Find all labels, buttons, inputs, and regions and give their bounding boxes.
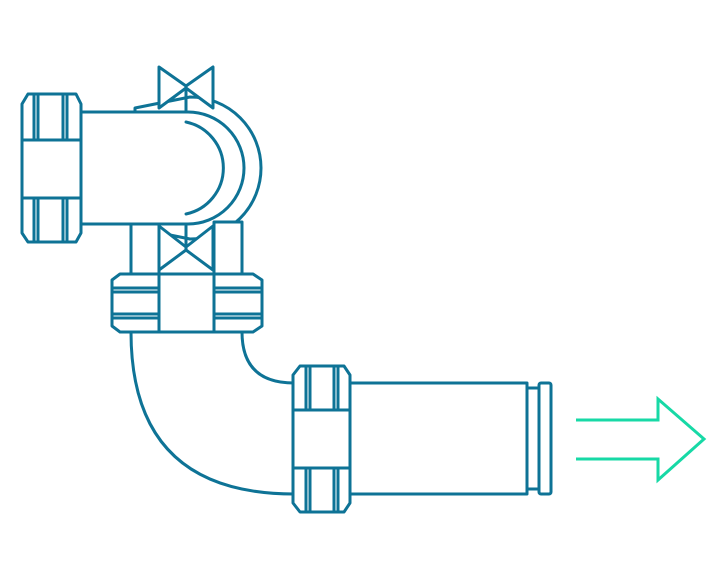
pipe-assembly bbox=[20, 65, 553, 514]
outlet-coupling bbox=[291, 364, 352, 514]
coupling-nut bbox=[291, 364, 352, 514]
middle-coupling bbox=[110, 272, 264, 334]
left-coupling bbox=[20, 92, 83, 244]
elbow-pipe bbox=[129, 330, 296, 496]
flow-direction-arrow-icon bbox=[576, 395, 707, 484]
end-cap-collar bbox=[525, 386, 541, 491]
coupling-nut bbox=[20, 92, 83, 244]
u-bend-inner-contour bbox=[184, 120, 225, 216]
coupling-nut bbox=[110, 272, 264, 334]
u-bend-pipe bbox=[76, 110, 246, 226]
outlet-end-cap bbox=[525, 381, 553, 496]
top-valve bbox=[157, 65, 215, 112]
riser-pipe-left bbox=[129, 220, 161, 280]
bottom-valve bbox=[157, 224, 215, 272]
riser-pipe-right bbox=[212, 220, 244, 280]
outlet-pipe bbox=[348, 381, 529, 496]
end-cap-flange bbox=[537, 381, 553, 496]
